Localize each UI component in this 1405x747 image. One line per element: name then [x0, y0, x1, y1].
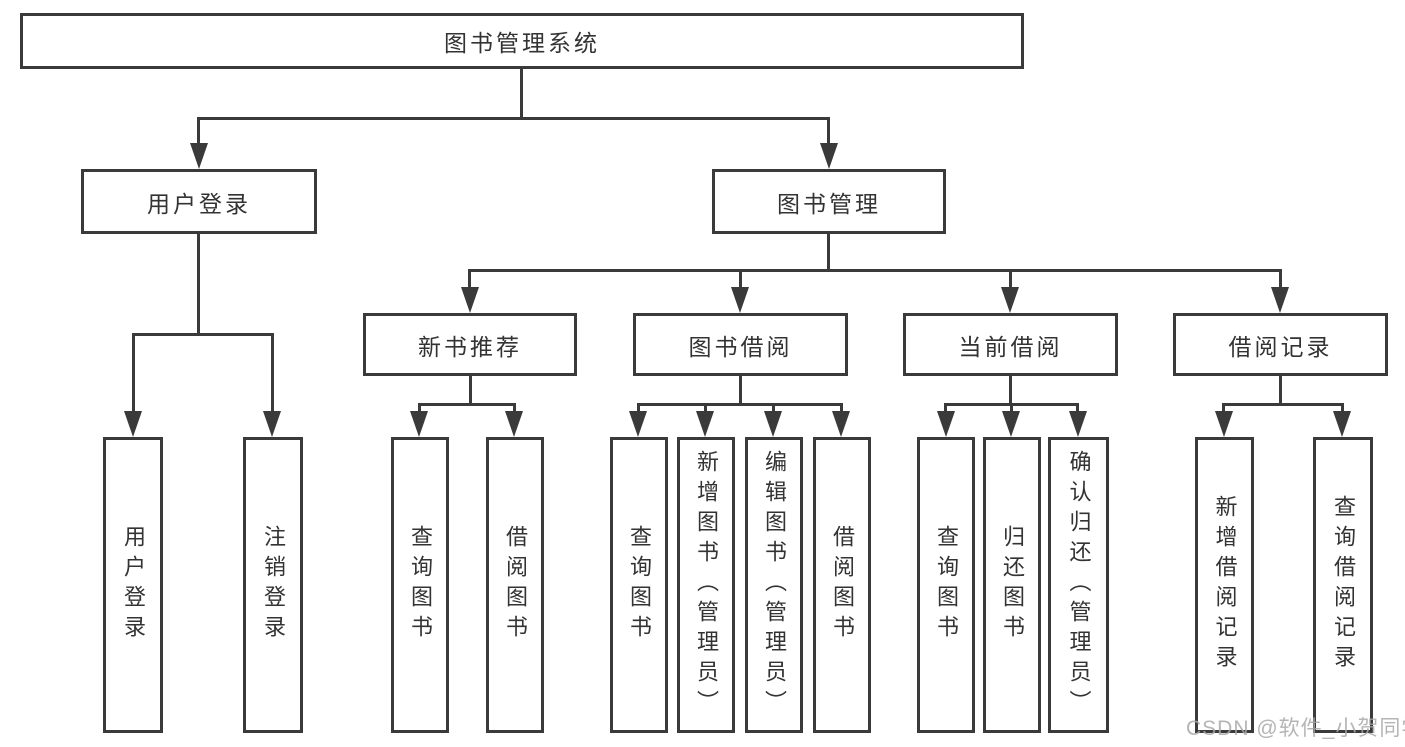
connector-leaf-stem [1076, 405, 1079, 413]
node-label: 用户登录 [147, 190, 251, 217]
node-leaf-logout: 注销登录 [243, 437, 303, 733]
node-leaf-query-books-current: 查询图书 [917, 437, 975, 733]
arrow-down-icon [461, 287, 479, 313]
arrow-down-icon [124, 411, 142, 437]
node-library-system: 图书管理系统 [20, 13, 1024, 69]
node-leaf-query-borrow-record: 查询借阅记录 [1313, 437, 1373, 733]
node-label: 编辑图书（管理员） [762, 450, 787, 720]
connector-leaf-stem [944, 405, 947, 413]
connector-user-login-arrow-stem [197, 119, 200, 145]
node-book-management: 图书管理 [712, 169, 946, 234]
arrow-down-icon [832, 411, 850, 437]
arrow-down-icon [410, 411, 428, 437]
node-label: 借阅图书 [830, 525, 855, 645]
node-borrowing-records: 借阅记录 [1173, 313, 1388, 376]
node-leaf-add-books-admin: 新增图书（管理员） [677, 437, 735, 733]
connector-l3-stem-current-borrow [1009, 271, 1012, 289]
arrow-down-icon [937, 411, 955, 437]
node-label: 当前借阅 [958, 333, 1063, 360]
connector-book-mgmt-stem [827, 232, 830, 271]
node-label: 新增借阅记录 [1212, 495, 1238, 675]
connector-l3-stem-book-borrow [739, 271, 742, 289]
node-current-borrowing: 当前借阅 [903, 313, 1118, 376]
node-user-login-group: 用户登录 [81, 169, 317, 234]
arrow-down-icon [629, 411, 647, 437]
connector-book-mgmt-arrow-stem [827, 119, 830, 145]
connector-groupB-stem [739, 374, 742, 405]
node-leaf-query-books-borrow: 查询图书 [610, 437, 668, 733]
node-leaf-query-books-recommend: 查询图书 [391, 437, 449, 733]
connector-leaf-stem [637, 405, 640, 413]
connector-user-login-drop-left [132, 335, 135, 413]
node-label: 图书借阅 [688, 333, 793, 360]
connector-groupD-hline [1222, 403, 1344, 406]
arrow-down-icon [731, 287, 749, 313]
arrow-down-icon [505, 411, 523, 437]
node-label: 借阅图书 [503, 525, 528, 645]
node-label: 新增图书（管理员） [694, 450, 719, 720]
connector-leaf-stem [1010, 405, 1013, 413]
node-label: 注销登录 [261, 525, 286, 645]
arrow-down-icon [1215, 411, 1233, 437]
node-leaf-user-login: 用户登录 [103, 437, 163, 733]
node-new-book-recommend: 新书推荐 [363, 313, 577, 376]
connector-groupA-hline [418, 403, 516, 406]
node-label: 借阅记录 [1228, 333, 1333, 360]
connector-leaf-stem [704, 405, 707, 413]
node-label: 查询图书 [627, 525, 652, 645]
node-label: 图书管理 [777, 190, 881, 217]
connector-leaf-stem [1222, 405, 1225, 413]
connector-leaf-stem [840, 405, 843, 413]
arrow-down-icon [820, 143, 838, 169]
node-leaf-borrow-books: 借阅图书 [813, 437, 871, 733]
node-leaf-confirm-return-admin: 确认归还（管理员） [1048, 437, 1109, 733]
arrow-down-icon [1271, 287, 1289, 313]
connector-user-login-drop-right [271, 335, 274, 413]
node-label: 确认归还（管理员） [1066, 450, 1092, 720]
connector-level2-hline [197, 117, 830, 120]
node-label: 图书管理系统 [444, 30, 600, 56]
node-label: 新书推荐 [418, 333, 522, 360]
connector-leaf-stem [513, 405, 516, 413]
connector-l3-stem-borrow-records [1279, 271, 1282, 289]
connector-level3-hline [468, 269, 1282, 272]
connector-groupB-hline [637, 403, 843, 406]
node-leaf-edit-books-admin: 编辑图书（管理员） [745, 437, 803, 733]
node-label: 用户登录 [121, 525, 146, 645]
connector-groupA-stem [469, 374, 472, 405]
node-leaf-add-borrow-record: 新增借阅记录 [1195, 437, 1254, 733]
connector-l3-stem-new-book [468, 271, 471, 289]
node-label: 查询图书 [408, 525, 433, 645]
node-label: 查询借阅记录 [1331, 495, 1356, 675]
node-book-borrowing: 图书借阅 [633, 313, 848, 376]
connector-root-stem [520, 66, 523, 120]
node-leaf-return-books: 归还图书 [983, 437, 1041, 733]
connector-groupC-stem [1009, 374, 1012, 405]
arrow-down-icon [1069, 411, 1087, 437]
node-label: 归还图书 [1000, 525, 1025, 645]
arrow-down-icon [1001, 287, 1019, 313]
connector-groupC-hline [944, 403, 1079, 406]
arrow-down-icon [190, 143, 208, 169]
arrow-down-icon [696, 411, 714, 437]
connector-leaf-stem [418, 405, 421, 413]
node-label: 查询图书 [934, 525, 959, 645]
arrow-down-icon [1002, 411, 1020, 437]
connector-leaf-stem [1341, 405, 1344, 413]
node-leaf-borrow-books-recommend: 借阅图书 [486, 437, 544, 733]
connector-groupD-stem [1279, 374, 1282, 405]
arrow-down-icon [764, 411, 782, 437]
watermark: CSDN @软件_小贺同学 [1186, 717, 1405, 740]
connector-user-login-hline [132, 333, 274, 336]
arrow-down-icon [1333, 411, 1351, 437]
connector-user-login-stem [197, 232, 200, 335]
connector-leaf-stem [772, 405, 775, 413]
arrow-down-icon [263, 411, 281, 437]
